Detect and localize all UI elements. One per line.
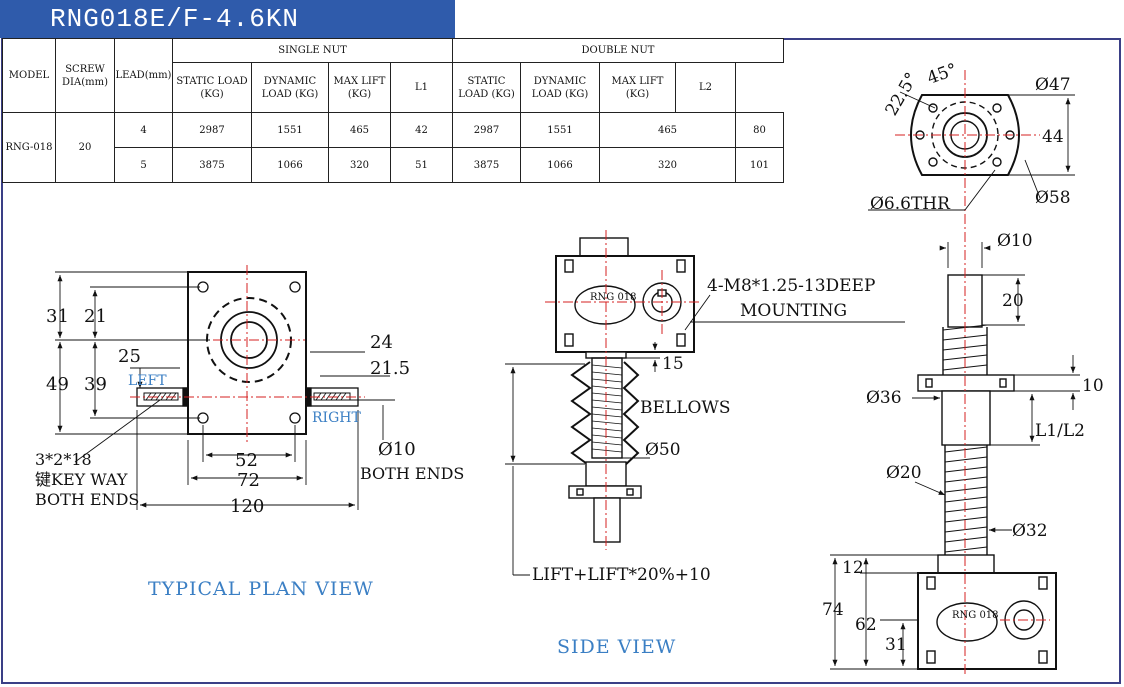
right-dimension-lines: [830, 91, 1080, 670]
thr-label: Ø6.6THR: [870, 194, 951, 214]
header-static-load: STATIC LOAD (KG): [172, 62, 252, 113]
dim-52: 52: [235, 450, 258, 471]
cell-screw-dia: 20: [55, 112, 115, 183]
dim-10: 10: [1082, 376, 1104, 396]
keyway-line-3: BOTH ENDS: [35, 490, 139, 509]
header-l2: L2: [675, 62, 736, 113]
plan-centerlines: [130, 265, 365, 445]
dim-dia50: Ø50: [645, 440, 681, 460]
cell-model: RNG-018: [2, 112, 56, 183]
dim-dia10-right: Ø10: [997, 231, 1033, 251]
side-view-caption: SIDE VIEW: [557, 636, 676, 658]
table-cell: 5: [114, 147, 173, 183]
table-cell: 3875: [172, 147, 252, 183]
dim-20: 20: [1002, 291, 1024, 311]
dim-62: 62: [855, 615, 877, 635]
both-ends-label: BOTH ENDS: [360, 464, 464, 483]
dim-dia47: Ø47: [1035, 75, 1071, 95]
table-cell: 320: [599, 147, 736, 183]
side-view: [555, 237, 695, 543]
table-cell: 1551: [251, 112, 329, 148]
drawing-title: RNG018E/F-4.6KN: [0, 0, 455, 38]
table-cell: 465: [599, 112, 736, 148]
dim-39: 39: [84, 374, 107, 395]
dim-44: 44: [1042, 127, 1064, 147]
table-cell: 1066: [251, 147, 329, 183]
dim-dia20: Ø20: [886, 463, 922, 483]
side-dimension-lines: [505, 294, 905, 576]
dim-dia10: Ø10: [378, 439, 416, 460]
keyway-line-2: 键KEY WAY: [35, 470, 128, 489]
dim-15: 15: [662, 354, 684, 374]
right-view: [910, 94, 1057, 670]
dim-49: 49: [46, 374, 69, 395]
header-lead: LEAD(mm): [114, 38, 173, 113]
dim-25: 25: [118, 346, 141, 367]
table-cell: 80: [735, 112, 784, 148]
dim-dia36: Ø36: [866, 388, 902, 408]
right-label: RIGHT: [312, 410, 361, 426]
lift-label: LIFT+LIFT*20%+10: [532, 565, 711, 585]
dim-21: 21: [84, 306, 107, 327]
dim-72: 72: [237, 470, 260, 491]
side-centerlines: [545, 230, 700, 550]
right-badge: RNG 018: [952, 610, 999, 621]
side-badge: RNG 018: [590, 292, 637, 303]
table-cell: 2987: [452, 112, 521, 148]
header-static-load-double: STATIC LOAD (KG): [452, 62, 521, 113]
header-dynamic-load: DYNAMIC LOAD (KG): [251, 62, 329, 113]
dim-31-right: 31: [885, 635, 907, 655]
spec-table: MODEL SCREW DIA(mm) LEAD(mm) SINGLE NUT …: [2, 38, 784, 183]
dim-l1l2: L1/L2: [1035, 421, 1085, 441]
angle-45: 45°: [925, 60, 960, 89]
table-cell: 1551: [520, 112, 600, 148]
dim-74: 74: [822, 600, 844, 620]
dim-21-5: 21.5: [370, 358, 410, 379]
dim-12: 12: [842, 558, 864, 578]
right-centerlines: [895, 70, 1050, 675]
table-cell: 101: [735, 147, 784, 183]
dim-dia32: Ø32: [1012, 521, 1048, 541]
mount-note-line-1: 4-M8*1.25-13DEEP: [707, 276, 875, 296]
header-single-nut: SINGLE NUT: [172, 38, 453, 63]
left-label: LEFT: [128, 373, 167, 389]
table-cell: 51: [390, 147, 453, 183]
mount-note-line-2: MOUNTING: [740, 301, 847, 321]
header-screw-dia: SCREW DIA(mm): [55, 38, 115, 113]
dim-120: 120: [230, 496, 264, 517]
keyway-line-1: 3*2*18: [35, 450, 92, 469]
dim-24: 24: [370, 332, 393, 353]
dim-31: 31: [46, 306, 69, 327]
bellows-label: BELLOWS: [640, 398, 731, 418]
dim-dia58: Ø58: [1035, 188, 1071, 208]
plan-dimension-lines: [55, 271, 395, 510]
table-cell: 320: [328, 147, 391, 183]
plan-view-caption: TYPICAL PLAN VIEW: [148, 578, 374, 600]
